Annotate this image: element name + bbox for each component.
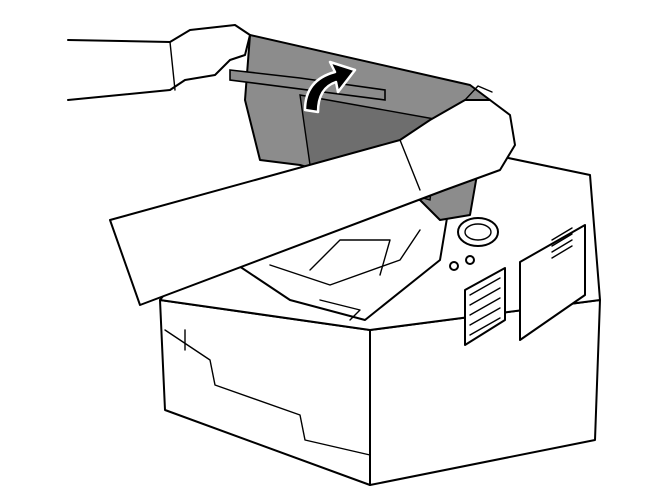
arrow-up-curved-icon <box>303 60 357 114</box>
hand-icon <box>67 24 251 101</box>
hand-icon <box>109 85 516 306</box>
